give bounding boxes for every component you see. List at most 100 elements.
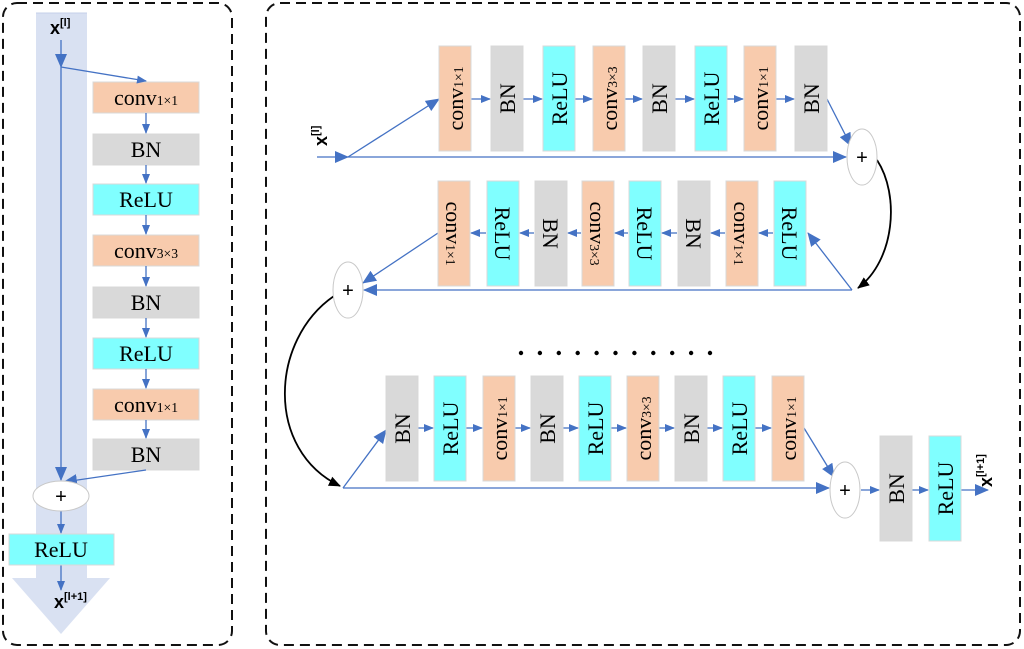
left-block-label-5: BN	[131, 290, 162, 315]
row2-block-bn-6	[534, 180, 568, 287]
ellipsis-dot	[556, 350, 561, 356]
left-final-relu-label: ReLU	[34, 537, 88, 562]
tail-block-bn-1-label: BN	[884, 473, 909, 504]
row1-block-conv-4	[592, 45, 626, 152]
row2-to-row3-curve	[284, 295, 341, 487]
left-block-label-2: BN	[131, 137, 162, 162]
right-output-label: x[l+1]	[975, 454, 996, 487]
left-block-bn-2	[92, 133, 200, 166]
left-block-label-3: ReLU	[119, 187, 173, 212]
row1-block-conv-1-label: conv1×1	[443, 66, 468, 130]
row3-block-bn-4-label: BN	[535, 413, 560, 444]
left-block-conv-1	[92, 81, 200, 114]
left-block-label-8: BN	[131, 442, 162, 467]
row3-block-relu-8	[722, 375, 756, 482]
ellipsis-dot	[575, 350, 580, 356]
row2-block-bn-3-label: BN	[681, 218, 706, 249]
ellipsis-dot	[537, 350, 543, 356]
row3-block-relu-5	[578, 375, 612, 482]
row3-block-bn-7-label: BN	[679, 413, 704, 444]
row2-block-conv-5-label: conv3×3	[585, 201, 610, 265]
left-sum-node	[32, 480, 90, 512]
row1-block-relu-6	[694, 45, 728, 152]
left-merge-arrow	[63, 469, 147, 487]
ellipsis-dot	[632, 350, 637, 356]
ellipsis-dot	[651, 350, 656, 356]
row2-block-conv-2	[725, 180, 759, 287]
row3-block-relu-5-label: ReLU	[583, 402, 608, 456]
row2-block-relu-1-label: ReLU	[777, 207, 802, 261]
left-input-label: x[l]	[50, 17, 71, 38]
ellipsis-dot	[613, 350, 618, 356]
tail-block-relu-2	[928, 435, 962, 542]
left-block-bn-5	[92, 286, 200, 319]
left-block-label-4: conv3×3	[114, 238, 178, 263]
row3-block-relu-2	[433, 375, 467, 482]
row2-block-relu-7-label: ReLU	[490, 207, 515, 261]
row2-branch-arrow	[807, 232, 853, 291]
right-sum-symbol-1: +	[856, 147, 868, 169]
row3-branch-arrow	[342, 429, 387, 489]
row3-block-relu-8-label: ReLU	[727, 402, 752, 456]
ellipsis-dots	[518, 350, 713, 356]
right-sum-node-3	[829, 461, 861, 519]
row2-merge-arrow	[362, 232, 439, 284]
row1-to-row2-curve	[857, 159, 892, 289]
right-sum-symbol-2: +	[342, 280, 354, 302]
right-sum-node-2	[332, 261, 364, 319]
row1-block-relu-3-label: ReLU	[547, 72, 572, 126]
row3-block-bn-1-label: BN	[390, 413, 415, 444]
row3-block-relu-2-label: ReLU	[438, 402, 463, 456]
row3-block-conv-9	[771, 375, 805, 482]
row1-block-relu-6-label: ReLU	[699, 72, 724, 126]
row3-block-conv-6-label: conv3×3	[631, 396, 656, 460]
left-block-bn-8	[92, 438, 200, 471]
row1-block-bn-8-label: BN	[799, 83, 824, 114]
row1-block-bn-5-label: BN	[647, 83, 672, 114]
left-block-label-6: ReLU	[119, 341, 173, 366]
left-block-relu-6	[92, 337, 200, 370]
ellipsis-dot	[688, 350, 694, 356]
left-panel-border	[2, 2, 233, 646]
tail-block-relu-2-label: ReLU	[933, 462, 958, 516]
ellipsis-dot	[594, 350, 599, 356]
left-output-label: x[l+1]	[54, 591, 87, 612]
left-branch-arrow	[60, 66, 147, 84]
row3-block-conv-3	[482, 375, 516, 482]
row1-block-relu-3	[542, 45, 576, 152]
row3-block-conv-6	[626, 375, 660, 482]
row1-block-bn-8	[794, 45, 828, 152]
row2-block-conv-8	[437, 180, 471, 287]
row2-block-conv-2-label: conv1×1	[729, 201, 754, 265]
row1-block-bn-2	[490, 45, 524, 152]
row3-block-bn-7	[674, 375, 708, 482]
row2-block-relu-4	[628, 180, 662, 287]
left-sum-symbol: +	[55, 486, 67, 508]
right-sum-symbol-3: +	[839, 480, 851, 502]
row3-block-bn-4	[530, 375, 564, 482]
left-block-label-1: conv1×1	[114, 85, 178, 110]
row3-merge-arrow	[803, 427, 835, 478]
row2-block-bn-3	[677, 180, 711, 287]
left-block-conv-7	[92, 388, 200, 421]
row2-block-conv-8-label: conv1×1	[441, 201, 466, 265]
row2-block-bn-6-label: BN	[538, 218, 563, 249]
row1-block-conv-7-label: conv1×1	[748, 66, 773, 130]
row3-block-conv-9-label: conv1×1	[776, 396, 801, 460]
row1-branch-arrow	[347, 98, 440, 158]
row3-block-bn-1	[385, 375, 419, 482]
right-panel-border	[265, 2, 1021, 646]
right-input-label: x[l]	[310, 125, 331, 146]
row1-block-bn-2-label: BN	[495, 83, 520, 114]
row1-block-conv-1	[438, 45, 472, 152]
ellipsis-dot	[707, 350, 713, 356]
row1-block-conv-7	[743, 45, 777, 152]
ellipsis-dot	[518, 350, 524, 356]
tail-block-bn-1	[879, 435, 913, 542]
right-sum-node-1	[846, 128, 878, 186]
row2-block-conv-5	[581, 180, 615, 287]
row2-block-relu-4-label: ReLU	[632, 207, 657, 261]
